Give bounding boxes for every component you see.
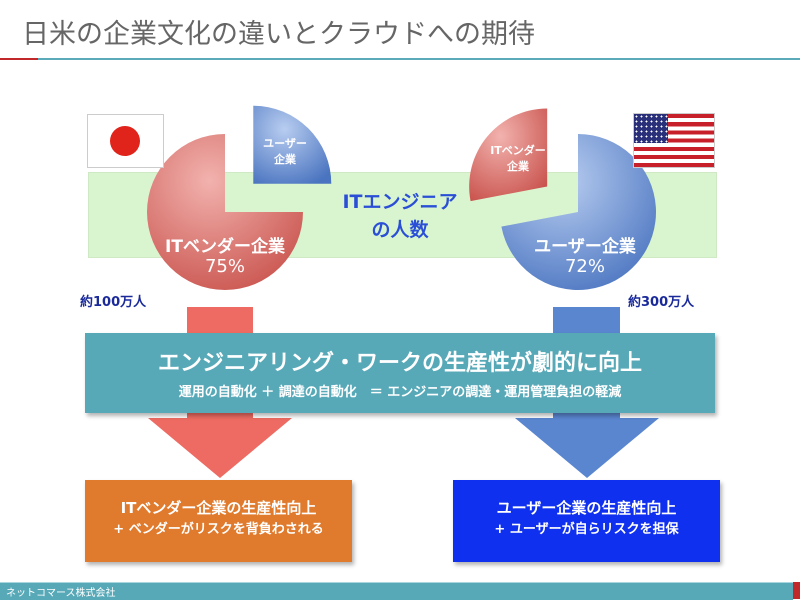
pie-slice-user (501, 134, 656, 290)
outcome-line: + ベンダーがリスクを背負わされる (113, 522, 324, 537)
us-user-label: ユーザー企業 (534, 237, 636, 257)
footer-accent (793, 582, 800, 599)
outcome-line: + ユーザーが自らリスクを担保 (494, 522, 679, 537)
japan-pie-chart (147, 105, 332, 290)
label-line: 企業 (507, 160, 529, 173)
label-line: ユーザー (263, 137, 307, 150)
banner-subtitle: 運用の自動化 ＋ 調達の自動化 ＝ エンジニアの調達・運用管理負担の軽減 (178, 385, 622, 400)
us-pie-chart (469, 108, 656, 290)
footer-bar (0, 582, 793, 600)
japan-engineer-count: 約100万人 (80, 295, 147, 310)
us-flag-icon (633, 113, 715, 168)
label-line: ITベンダー (490, 144, 546, 157)
productivity-banner: エンジニアリング・ワークの生産性が劇的に向上 運用の自動化 ＋ 調達の自動化 ＝… (85, 333, 715, 413)
us-vendor-label: ITベンダー企業 (478, 143, 558, 175)
band-label-line: ITエンジニア (342, 191, 458, 213)
pie-slice-user (253, 105, 332, 184)
title-rule (38, 58, 800, 60)
title-rule-accent (0, 58, 38, 60)
label-line: 企業 (274, 153, 296, 166)
japan-outcome-box: ITベンダー企業の生産性向上 + ベンダーがリスクを背負わされる (85, 480, 352, 562)
footer-company: ネットコマース株式会社 (6, 588, 116, 599)
slide-title: 日米の企業文化の違いとクラウドへの期待 (22, 19, 535, 50)
pie-slice-it-vendor (147, 134, 303, 290)
outcome-line: ITベンダー企業の生産性向上 (120, 499, 317, 517)
japan-flag-icon (87, 114, 164, 168)
us-outcome-box: ユーザー企業の生産性向上 + ユーザーが自らリスクを担保 (453, 480, 720, 562)
us-user-pct: 72% (564, 256, 605, 277)
band-label-line: の人数 (371, 219, 429, 241)
japan-vendor-label: ITベンダー企業 (165, 237, 285, 257)
japan-vendor-pct: 75% (204, 256, 245, 277)
japan-user-label: ユーザー企業 (250, 136, 320, 168)
band-label: ITエンジニア の人数 (330, 188, 470, 244)
us-engineer-count: 約300万人 (628, 295, 695, 310)
banner-title: エンジニアリング・ワークの生産性が劇的に向上 (157, 351, 642, 376)
outcome-line: ユーザー企業の生産性向上 (496, 499, 677, 517)
pie-slice-it-vendor (469, 108, 548, 202)
